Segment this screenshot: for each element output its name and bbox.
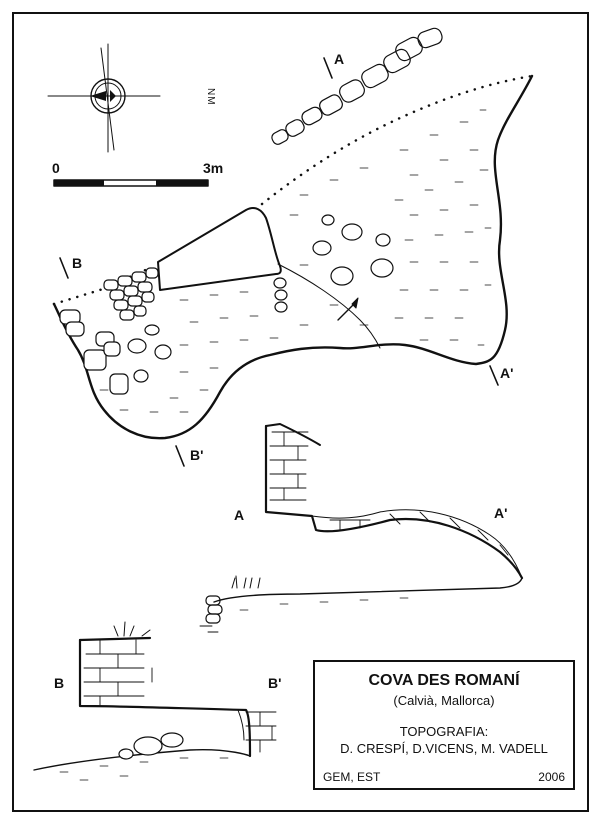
section-a-prime-label-plan: A': [500, 365, 514, 381]
north-arrow-icon: [47, 43, 161, 153]
north-label: NM: [205, 88, 216, 106]
scale-start-label: 0: [52, 160, 60, 176]
scale-bar: [53, 179, 209, 187]
cave-location: (Calvià, Mallorca): [393, 693, 495, 708]
survey-year: 2006: [538, 770, 565, 784]
section-a-cut: [323, 57, 333, 79]
section-b-label-profile: B: [54, 675, 65, 691]
section-b-prime-label-plan: B': [190, 447, 204, 463]
cave-outline: [52, 74, 534, 440]
title-block: COVA DES ROMANÍ (Calvià, Mallorca) TOPOG…: [313, 660, 575, 790]
topography-label: TOPOGRAFIA:: [399, 724, 489, 739]
section-a-label-profile: A: [234, 507, 245, 523]
section-a-label-plan: A: [334, 51, 345, 67]
section-b-prime-cut: [175, 445, 185, 467]
section-b-label-plan: B: [72, 255, 83, 271]
section-a-prime-cut: [489, 365, 499, 386]
map-frame: [12, 12, 589, 812]
floor-hatching: [99, 109, 492, 413]
organization: GEM, EST: [323, 770, 381, 784]
scale-end-label: 3m: [203, 160, 224, 176]
upper-block-row: [271, 27, 443, 145]
authors: D. CRESPÍ, D.VICENS, M. VADELL: [340, 741, 548, 756]
section-b-profile: [33, 621, 277, 781]
boulders: [59, 214, 394, 395]
section-a-profile: [199, 423, 524, 633]
cave-title: COVA DES ROMANÍ: [368, 672, 520, 689]
section-b-cut: [59, 257, 69, 279]
section-a-prime-label-profile: A': [494, 505, 508, 521]
section-b-prime-label-profile: B': [268, 675, 282, 691]
